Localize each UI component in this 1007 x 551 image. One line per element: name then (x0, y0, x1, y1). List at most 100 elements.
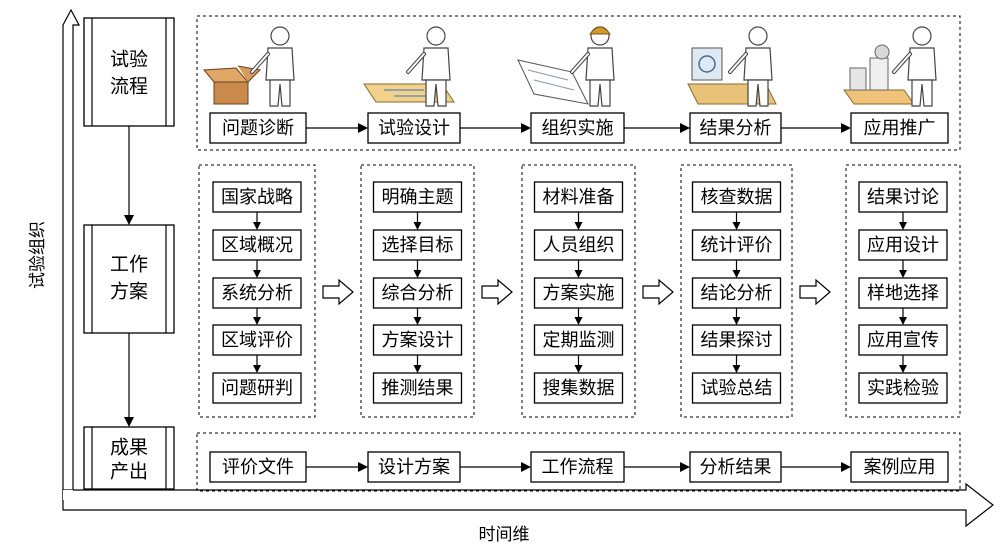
work-arrowhead (899, 365, 907, 373)
svg-text:工作: 工作 (110, 254, 148, 276)
work-item-label: 结果讨论 (867, 187, 939, 208)
work-item-label: 结果探讨 (701, 330, 773, 351)
output-item: 分析结果 (689, 451, 782, 483)
hollow-right-arrow (799, 278, 831, 306)
work-item-label: 核查数据 (701, 187, 773, 208)
output-item: 评价文件 (209, 451, 307, 483)
person-with-open-box-icon (202, 26, 295, 107)
hollow-right-arrow (642, 278, 674, 306)
process-step-label: 应用推广 (864, 118, 936, 139)
work-arrowhead (899, 317, 907, 325)
work-item-label: 区域概况 (221, 235, 293, 256)
work-item-label: 选择目标 (382, 235, 454, 256)
work-item: 结论分析 (691, 277, 782, 309)
axes: 试验组织 时间维 (28, 8, 994, 545)
work-item-label: 统计评价 (701, 235, 773, 256)
work-item: 样地选择 (858, 277, 948, 309)
work-item-label: 方案设计 (382, 330, 454, 351)
work-arrowhead (253, 365, 261, 373)
work-arrowhead (253, 270, 261, 278)
work-arrowhead (732, 317, 741, 325)
output-item-label: 工作流程 (542, 457, 614, 478)
work-arrowhead (574, 222, 583, 230)
output-arrow-head (841, 462, 851, 472)
work-arrowhead (574, 270, 583, 278)
work-arrowhead (413, 317, 422, 325)
work-item: 系统分析 (212, 277, 302, 309)
output-item: 设计方案 (367, 451, 461, 483)
work-arrowhead (413, 270, 422, 278)
engineer-with-blueprint-icon (517, 26, 615, 107)
work-arrowhead (413, 222, 422, 230)
work-arrowhead (253, 317, 261, 325)
work-item-label: 结论分析 (701, 283, 773, 304)
work-item: 综合分析 (372, 277, 463, 309)
work-item-label: 材料准备 (543, 187, 615, 208)
process-arrow-head (680, 123, 690, 133)
work-item: 试验总结 (691, 372, 782, 404)
process-step: 应用推广 (850, 112, 949, 144)
person-with-factory-model-icon (843, 26, 937, 107)
header-arrowhead-1 (124, 215, 134, 225)
person-at-drafting-table-icon (363, 26, 455, 107)
work-item-label: 问题研判 (221, 378, 293, 399)
work-item: 材料准备 (533, 181, 624, 213)
work-item-label: 国家战略 (221, 187, 293, 208)
work-arrowhead (574, 365, 583, 373)
work-arrowhead (732, 270, 741, 278)
svg-text:流程: 流程 (110, 76, 148, 98)
horizontal-axis-label: 时间维 (479, 525, 530, 545)
work-item-label: 系统分析 (221, 283, 293, 304)
output-row-container (196, 432, 961, 492)
process-step-label: 试验设计 (378, 118, 450, 139)
work-item: 应用宣传 (858, 324, 948, 356)
work-item-label: 搜集数据 (543, 378, 615, 399)
process-step: 问题诊断 (209, 112, 307, 144)
process-steps: 问题诊断 试验设计 组织实施 结果分析 应用推广 (209, 112, 949, 144)
output-item-label: 分析结果 (700, 457, 772, 478)
process-arrow-head (841, 123, 851, 133)
vertical-axis-arrow (62, 8, 80, 501)
person-analyzing-at-monitor-icon (687, 26, 777, 107)
row-header-plan: 工作 方案 (83, 224, 175, 334)
process-step-label: 问题诊断 (222, 118, 294, 139)
work-item: 结果探讨 (691, 324, 782, 356)
work-item: 定期监测 (533, 324, 624, 356)
process-step-label: 结果分析 (700, 118, 772, 139)
output-arrow-head (521, 462, 531, 472)
svg-text:产出: 产出 (110, 461, 148, 483)
work-item: 应用设计 (858, 229, 948, 261)
work-item-label: 实践检验 (867, 378, 939, 399)
work-item: 人员组织 (533, 229, 624, 261)
work-item: 问题研判 (212, 372, 302, 404)
svg-text:方案: 方案 (110, 281, 148, 303)
work-item-label: 方案实施 (543, 283, 615, 304)
output-row: 评价文件设计方案工作流程分析结果案例应用 (209, 451, 949, 483)
work-arrowhead (732, 222, 741, 230)
work-item: 推测结果 (372, 372, 463, 404)
work-item-label: 区域评价 (221, 330, 293, 351)
hollow-right-arrow (481, 278, 513, 306)
work-item-label: 明确主题 (382, 187, 454, 208)
row-header-process: 试验 流程 (83, 17, 175, 127)
work-item-label: 综合分析 (382, 283, 454, 304)
vertical-axis-label: 试验组织 (28, 221, 48, 289)
output-item: 工作流程 (530, 451, 625, 483)
work-item: 方案实施 (533, 277, 624, 309)
output-item-label: 评价文件 (222, 457, 294, 478)
svg-text:成果: 成果 (110, 437, 148, 459)
row-header-output: 成果 产出 (83, 426, 175, 490)
process-arrow-head (358, 123, 368, 133)
hollow-right-arrow (322, 278, 354, 306)
work-item-label: 定期监测 (543, 330, 615, 351)
work-item: 结果讨论 (858, 181, 948, 213)
process-step-label: 组织实施 (542, 118, 614, 139)
work-item-label: 试验总结 (701, 378, 773, 399)
work-item-label: 人员组织 (543, 235, 615, 256)
work-item: 区域评价 (212, 324, 302, 356)
